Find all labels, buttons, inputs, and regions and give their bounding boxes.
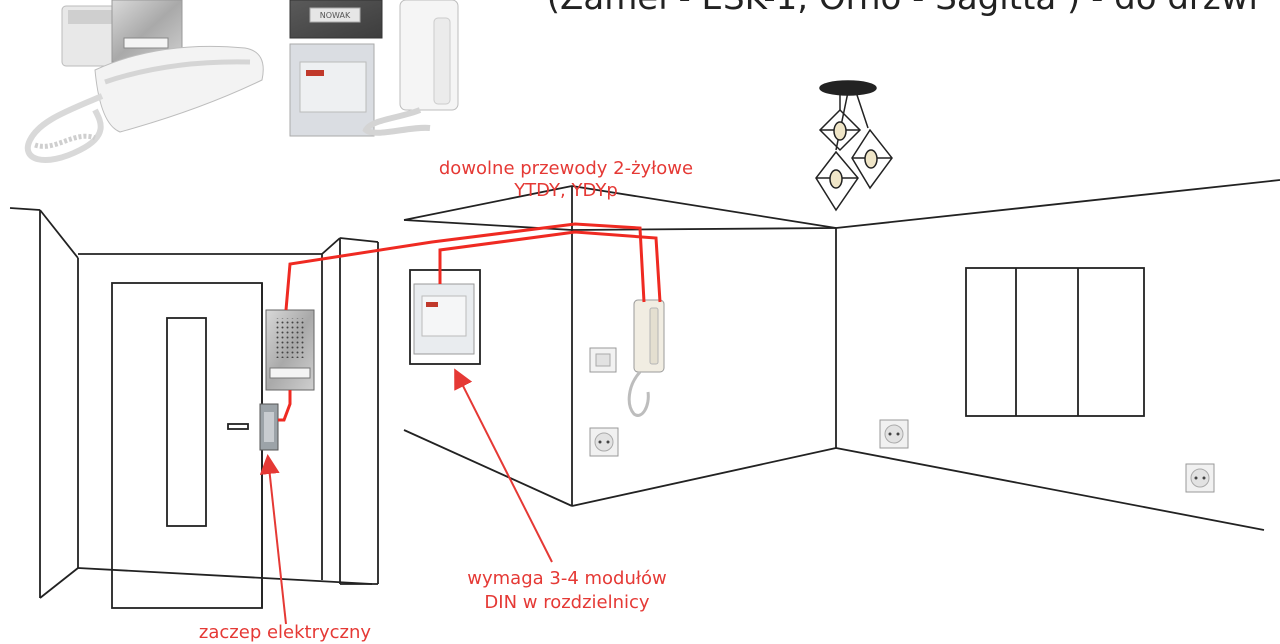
distribution-box (409, 269, 481, 365)
electric-strike (259, 403, 279, 451)
door (111, 282, 263, 609)
arrow-to-strike (259, 454, 287, 625)
door-window (166, 317, 207, 527)
socket-1 (589, 427, 619, 457)
din-module-photo (289, 43, 375, 137)
handset-photo (25, 45, 264, 164)
room-outline (9, 179, 1280, 609)
wire-panel-to-handset (284, 222, 646, 311)
pendant-lamp (815, 80, 893, 212)
wires-label-line1: dowolne przewody 2-żyłowe (438, 158, 694, 179)
wires-label-line2: YTDY, YDYp (514, 180, 618, 201)
arrow-to-din-module (454, 368, 553, 563)
light-switch (589, 347, 617, 373)
nowak-logo: NOWAK (320, 11, 351, 20)
door-station (265, 309, 315, 391)
wire-psu-to-handset (438, 230, 662, 303)
din-label-line1: wymaga 3-4 modułów (467, 568, 667, 589)
wall-handset-photo (362, 0, 459, 136)
transformer-photo (61, 5, 121, 67)
nowak-panel-photo: NOWAK (289, 0, 383, 39)
callout-arrows (259, 368, 553, 625)
wiring (278, 222, 662, 422)
product-photo-group: NOWAK (25, 0, 459, 164)
socket-3 (1185, 463, 1215, 493)
wall-handset (627, 299, 665, 417)
din-power-supply (413, 283, 475, 355)
window (965, 267, 1145, 417)
wire-strike (278, 390, 292, 422)
page-title: (Zamel - ESK-1, Orno - Sagitta ) - do dr… (520, 0, 1280, 18)
din-label-line2: DIN w rozdzielnicy (484, 592, 650, 613)
door-handle (227, 423, 249, 430)
strike-label: zaczep elektryczny (198, 622, 372, 643)
socket-2 (879, 419, 909, 449)
